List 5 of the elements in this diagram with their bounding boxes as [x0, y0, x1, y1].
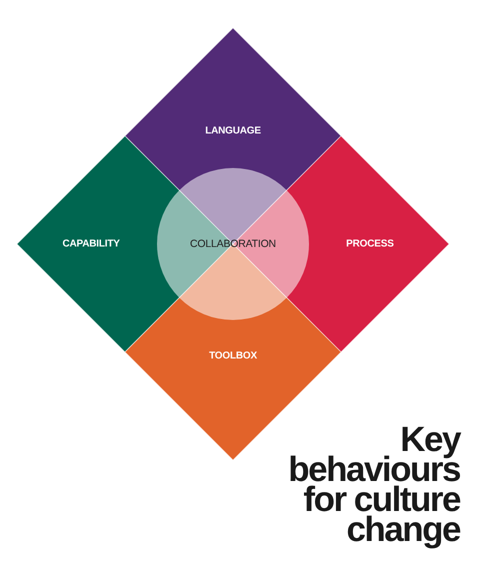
- circle-label: COLLABORATION: [190, 238, 276, 250]
- segment-label: CAPABILITY: [62, 238, 120, 250]
- segment-label: LANGUAGE: [205, 126, 261, 137]
- segment-label: TOOLBOX: [209, 350, 257, 362]
- segment-label: PROCESS: [346, 238, 394, 250]
